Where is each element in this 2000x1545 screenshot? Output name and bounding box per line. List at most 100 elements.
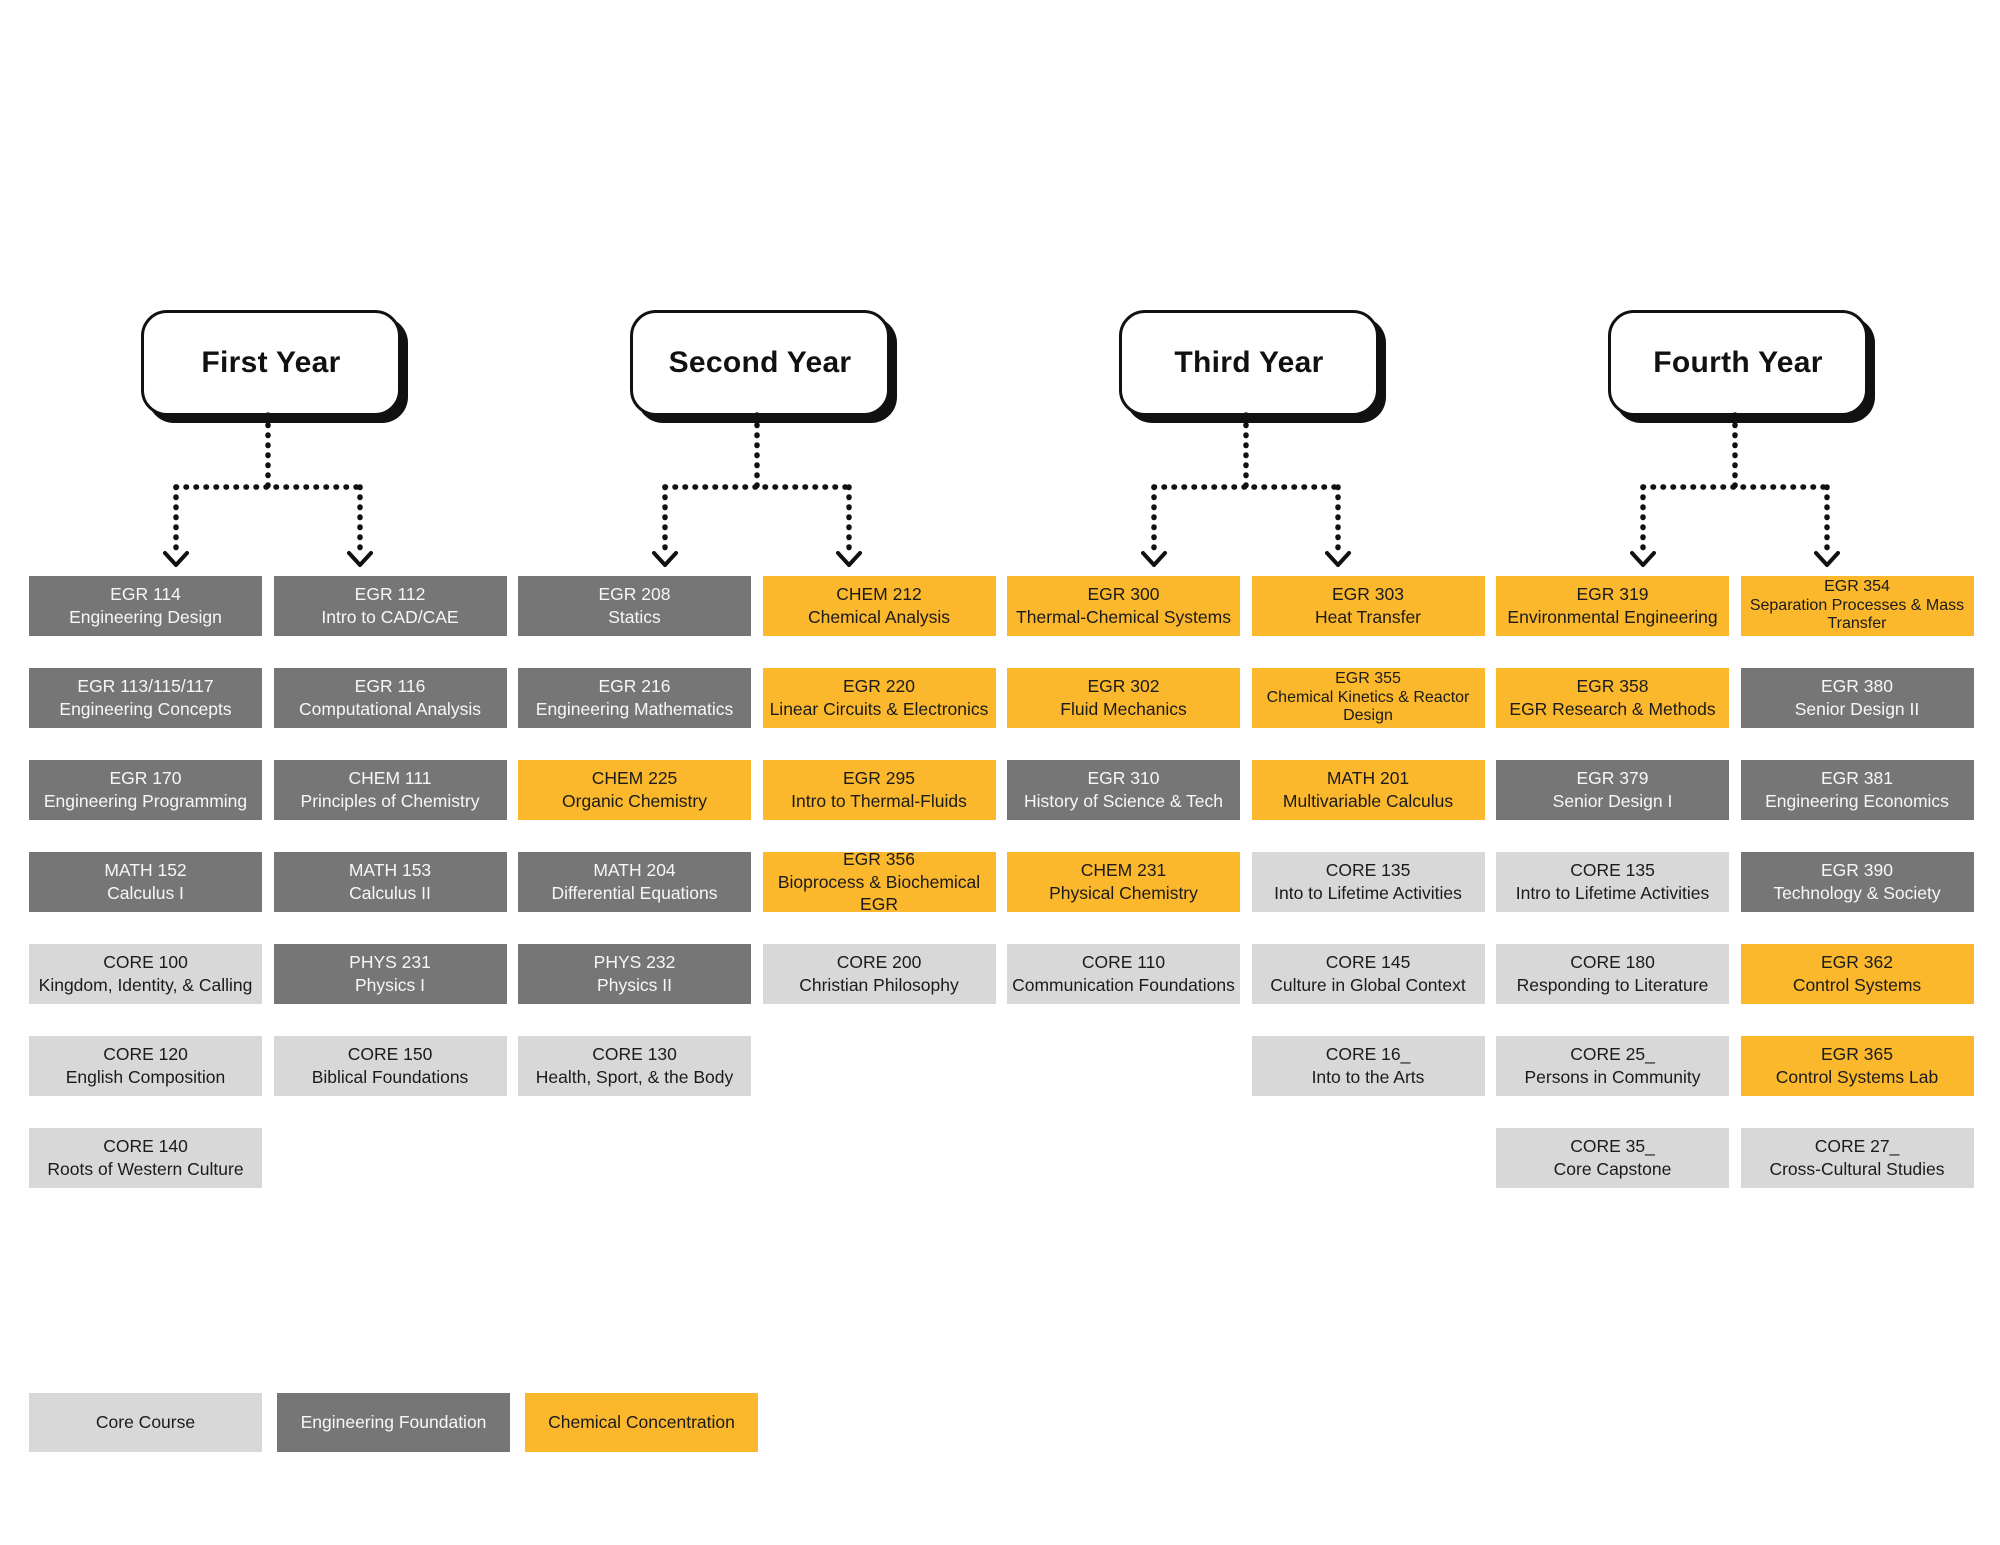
course-name: Multivariable Calculus: [1282, 791, 1454, 811]
second-year-branch-arrows: [652, 412, 862, 567]
course-name: Heat Transfer: [1314, 607, 1422, 627]
course-code: CORE 35_: [1570, 1136, 1655, 1157]
course-name: Communication Foundations: [1012, 975, 1235, 995]
course-name: Into to the Arts: [1311, 1067, 1425, 1087]
course-name: Fluid Mechanics: [1060, 699, 1187, 719]
course-name: Engineering Economics: [1765, 791, 1949, 811]
course-code: CORE 110: [1081, 952, 1166, 973]
course-code: CHEM 111: [348, 768, 432, 789]
course-code: CORE 180: [1570, 952, 1655, 973]
course-name: Culture in Global Context: [1270, 975, 1466, 995]
year-header-second: Second Year: [630, 310, 890, 416]
course-code: CORE 135: [1325, 860, 1411, 881]
course-code: MATH 153: [348, 860, 432, 881]
year-label: Second Year: [668, 346, 852, 379]
course-name: Engineering Programming: [43, 791, 248, 811]
arrow-down-icon: [652, 551, 678, 567]
course-box: CORE 35_Core Capstone: [1496, 1128, 1729, 1188]
course-code: CORE 120: [103, 1044, 188, 1065]
course-name: Senior Design I: [1552, 791, 1673, 811]
course-name: Physical Chemistry: [1049, 883, 1198, 903]
course-code: EGR 170: [109, 768, 182, 789]
course-name: Bioprocess & Biochemical EGR: [777, 871, 981, 915]
course-name: Christian Philosophy: [799, 975, 959, 995]
legend-engineering-foundation: Engineering Foundation: [277, 1393, 510, 1452]
course-code: EGR 381: [1821, 768, 1893, 789]
course-name: Thermal-Chemical Systems: [1016, 607, 1231, 627]
course-code: EGR 354: [1824, 577, 1890, 595]
arrow-down-icon: [163, 551, 189, 567]
course-code: EGR 380: [1821, 676, 1893, 697]
year-header-third: Third Year: [1119, 310, 1379, 416]
arrow-down-icon: [1814, 551, 1840, 567]
course-name: Engineering Design: [69, 607, 222, 627]
course-name: Roots of Western Culture: [47, 1159, 244, 1179]
course-name: Engineering Concepts: [59, 699, 232, 719]
course-name: EGR Research & Methods: [1509, 699, 1716, 719]
course-code: CORE 130: [592, 1044, 677, 1065]
year-header-fourth: Fourth Year: [1608, 310, 1868, 416]
arrow-down-icon: [836, 551, 862, 567]
course-name: Into to Lifetime Activities: [1274, 883, 1462, 903]
course-code: CORE 135: [1570, 860, 1655, 881]
course-name: Intro to CAD/CAE: [321, 607, 459, 627]
year-header-first: First Year: [141, 310, 401, 416]
legend-label: Core Course: [95, 1412, 196, 1433]
course-name: Chemical Kinetics & Reactor Design: [1266, 688, 1470, 725]
arrow-down-icon: [1630, 551, 1656, 567]
course-name: Statics: [608, 607, 661, 627]
course-name: Core Capstone: [1553, 1159, 1672, 1179]
course-name: Biblical Foundations: [311, 1067, 469, 1087]
course-name: Organic Chemistry: [562, 791, 707, 811]
legend-core-course: Core Course: [29, 1393, 262, 1452]
course-code: EGR 358: [1576, 676, 1649, 697]
course-code: EGR 302: [1087, 676, 1160, 697]
course-code: CHEM 225: [591, 768, 678, 789]
course-name: Intro to Thermal-Fluids: [791, 791, 967, 811]
course-code: EGR 379: [1576, 768, 1649, 789]
course-name: Kingdom, Identity, & Calling: [38, 975, 253, 995]
course-name: Chemical Analysis: [808, 607, 950, 627]
course-code: EGR 216: [598, 676, 671, 697]
course-code: EGR 365: [1821, 1044, 1893, 1065]
course-code: EGR 300: [1087, 584, 1160, 605]
course-box: CORE 25_Persons in Community: [1496, 1036, 1729, 1096]
course-name: Engineering Mathematics: [535, 699, 734, 719]
course-name: Persons in Community: [1524, 1067, 1701, 1087]
course-code: EGR 356: [843, 848, 915, 869]
course-code: EGR 114: [110, 584, 181, 605]
course-code: CORE 16_: [1325, 1044, 1411, 1065]
course-code: EGR 220: [843, 676, 915, 697]
course-code: EGR 113/115/117: [77, 676, 214, 697]
course-code: MATH 152: [104, 860, 187, 881]
course-code: CORE 100: [103, 952, 188, 973]
